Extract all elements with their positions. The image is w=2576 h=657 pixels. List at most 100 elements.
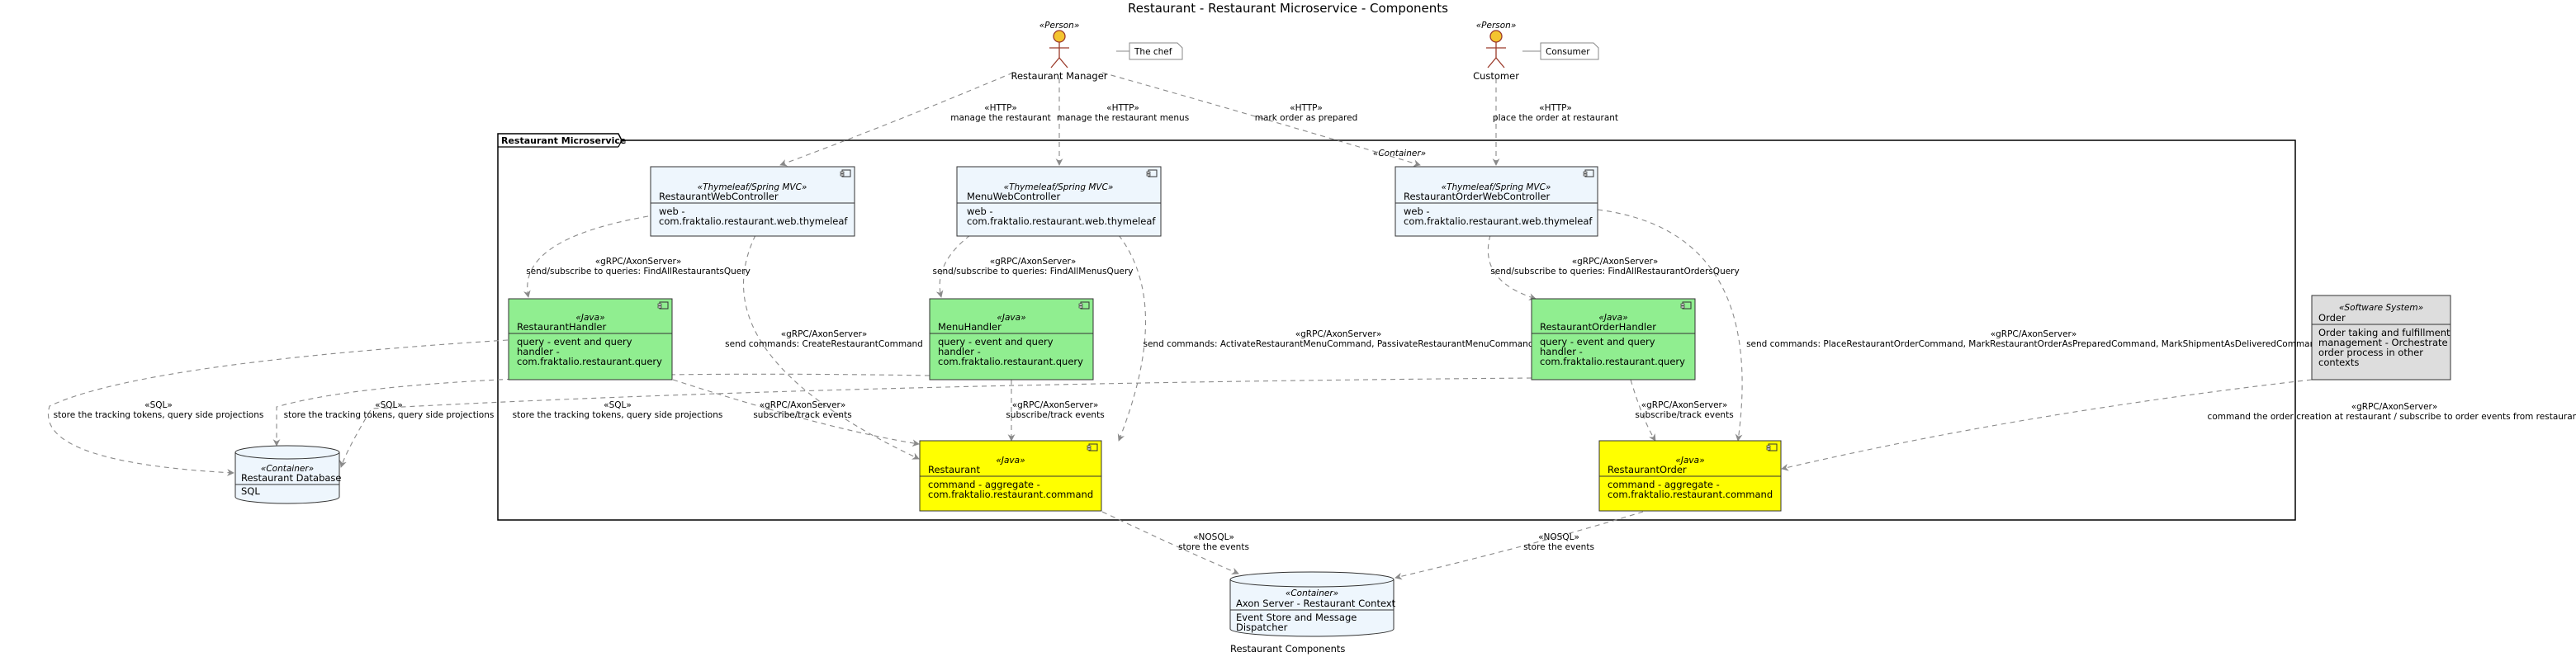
component-icon [1680,301,1692,310]
component-body: query - event and query [938,336,1054,347]
database-restaurant[interactable]: «Container» Restaurant Database SQL [234,445,342,504]
component-stereotype: «Java» [1598,313,1627,323]
component-body: com.fraktalio.restaurant.web.thymeleaf [659,215,848,227]
component-body: com.fraktalio.restaurant.query [938,356,1083,367]
component-restaurant-order-handler[interactable]: «Java» RestaurantOrderHandler query - ev… [1531,298,1696,380]
component-stereotype: «Thymeleaf/Spring MVC» [1004,182,1114,192]
actor-stereotype: «Person» [1039,21,1080,31]
component-icon [1146,169,1158,177]
actor-name: Customer [1473,70,1519,82]
edge-label: place the order at restaurant [1493,113,1618,123]
component-body: com.fraktalio.restaurant.query [517,356,662,367]
edge-label: send/subscribe to queries: FindAllMenusQ… [933,267,1134,277]
edge-label: «gRPC/AxonServer» [1012,400,1099,410]
component-menu-handler[interactable]: «Java» MenuHandler query - event and que… [929,298,1094,380]
edge-mh-db [272,373,930,447]
note-text: Consumer [1546,47,1590,57]
edge-manager-rowc [1101,72,1421,167]
edge-label: send/subscribe to queries: FindAllRestau… [1490,267,1739,277]
edge-label: send commands: CreateRestaurantCommand [725,339,923,349]
component-body: web - [967,206,993,217]
component-body: handler - [1540,346,1583,357]
database-axon-server[interactable]: «Container» Axon Server - Restaurant Con… [1229,571,1396,637]
edge-mwc-rest [1117,234,1146,442]
edge-label: send commands: ActivateRestaurantMenuCom… [1144,339,1534,349]
edge-labels: «HTTP» manage the restaurant «HTTP» mana… [54,103,2576,552]
note-the-chef: The chef [1116,42,1183,60]
diagram-caption: Restaurant Components [1230,643,1345,655]
edge-label: «gRPC/AxonServer» [1295,329,1382,339]
boundary-stereotype: «Container» [1373,149,1426,158]
component-restaurant-aggregate[interactable]: «Java» Restaurant command - aggregate - … [919,440,1102,512]
component-name: RestaurantHandler [517,321,607,333]
edge-rh-rest [672,379,920,447]
component-name: MenuHandler [938,321,1002,333]
component-stereotype: «Thymeleaf/Spring MVC» [1442,182,1551,192]
edge-label: store the events [1523,542,1594,552]
edge-label: store the events [1178,542,1249,552]
software-system-order[interactable]: «Software System» Order Order taking and… [2311,295,2451,380]
edge-rh-db [48,339,509,476]
microservice-boundary: Restaurant Microservice «Container» [497,133,2296,521]
component-icon [840,169,851,177]
edge-label: manage the restaurant [950,113,1051,123]
database-name: Axon Server - Restaurant Context [1236,598,1396,609]
edge-label: «gRPC/AxonServer» [990,257,1077,267]
component-restaurant-order-aggregate[interactable]: «Java» RestaurantOrder command - aggrega… [1598,440,1782,512]
component-restaurant-handler[interactable]: «Java» RestaurantHandler query - event a… [508,298,673,380]
edge-label: store the tracking tokens, query side pr… [284,410,495,420]
edge-label: «SQL» [375,400,403,410]
edge-label: «gRPC/AxonServer» [2351,402,2438,412]
edge-order-ro [1781,379,2313,471]
component-stereotype: «Java» [1675,456,1704,466]
component-stereotype: «Java» [997,313,1025,323]
edge-rwc-rest [743,234,920,460]
component-stereotype: «Java» [575,313,604,323]
component-stereotype: «Thymeleaf/Spring MVC» [698,182,807,192]
database-body: SQL [241,485,260,497]
edge-rowc-roh [1487,234,1537,300]
component-menu-web-controller[interactable]: «Thymeleaf/Spring MVC» MenuWebController… [956,166,1162,237]
edge-label: store the tracking tokens, query side pr… [54,410,264,420]
edge-roh-db [339,377,1532,468]
component-body: web - [659,206,685,217]
database-stereotype: «Container» [261,464,314,474]
component-restaurant-order-web-controller[interactable]: «Thymeleaf/Spring MVC» RestaurantOrderWe… [1395,166,1598,237]
edge-label: «HTTP» [1106,103,1139,113]
component-body: handler - [517,346,560,357]
database-name: Restaurant Database [241,472,342,484]
person-icon [1486,30,1506,69]
edge-label: «gRPC/AxonServer» [1991,329,2077,339]
actor-restaurant-manager[interactable]: «Person» Restaurant Manager [1011,21,1107,82]
edge-label: «SQL» [604,400,632,410]
edges [48,72,2313,580]
component-name: RestaurantOrderWebController [1404,191,1551,202]
database-body: Event Store and Message [1236,612,1357,623]
note-text: The chef [1134,47,1172,57]
component-name: Restaurant [928,464,980,475]
actor-customer[interactable]: «Person» Customer [1473,21,1519,82]
component-icon [1766,443,1778,451]
edge-label: «gRPC/AxonServer» [1572,257,1659,267]
edge-label: «SQL» [144,400,173,410]
component-restaurant-web-controller[interactable]: «Thymeleaf/Spring MVC» RestaurantWebCont… [650,166,855,237]
component-icon [1087,443,1098,451]
edge-label: subscribe/track events [1635,410,1733,420]
edge-label: «HTTP» [984,103,1017,113]
edge-rwc-rh [523,215,649,298]
edge-label: send commands: PlaceRestaurantOrderComma… [1746,339,2321,349]
system-stereotype: «Software System» [2339,303,2423,313]
edge-label: send/subscribe to queries: FindAllRestau… [526,267,751,277]
edge-label: subscribe/track events [753,410,851,420]
edge-label: «NOSQL» [1538,532,1579,542]
note-consumer: Consumer [1522,42,1599,60]
edge-label: «NOSQL» [1193,532,1234,542]
component-body: command - aggregate - [928,479,1040,490]
edge-label: «gRPC/AxonServer» [781,329,868,339]
component-name: RestaurantOrderHandler [1540,321,1656,333]
edge-mwc-mh [935,234,971,298]
component-body: com.fraktalio.restaurant.web.thymeleaf [967,215,1156,227]
component-stereotype: «Java» [996,456,1025,466]
system-body: Order taking and fulfillment [2318,327,2451,338]
system-body: order process in other [2318,347,2423,358]
